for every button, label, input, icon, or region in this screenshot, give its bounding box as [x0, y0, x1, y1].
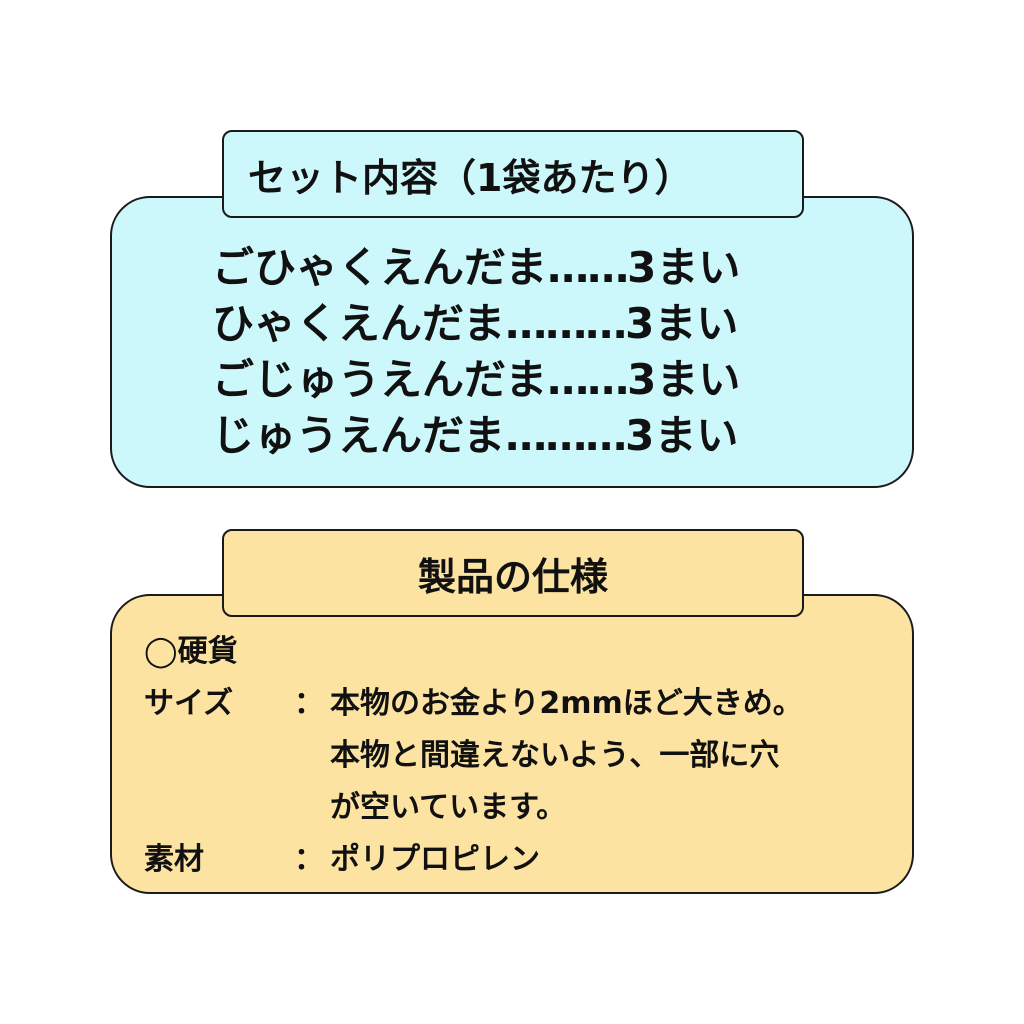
spec-material-row: 素材 ： ポリプロピレン: [144, 834, 803, 886]
item-name: ひゃくえんだま: [212, 299, 506, 348]
spec-size-row-continued: 本物と間違えないよう、一部に穴: [144, 730, 803, 782]
spec-size-row-continued: が空いています。: [144, 782, 803, 834]
item-quantity: 3まい: [627, 355, 741, 404]
list-item: じゅうえんだま………3まい: [212, 408, 740, 464]
spec-size-label: サイズ: [144, 686, 234, 721]
spec-size-line: 本物と間違えないよう、一部に穴: [330, 738, 780, 773]
leader-dots: ……: [547, 243, 629, 292]
product-specs-title-tab: 製品の仕様: [222, 529, 804, 617]
list-item: ごじゅうえんだま……3まい: [212, 352, 740, 408]
leader-dots: ……: [547, 355, 629, 404]
spec-heading-row: ◯硬貨: [144, 626, 803, 678]
list-item: ひゃくえんだま………3まい: [212, 296, 740, 352]
spec-material-value: ポリプロピレン: [330, 842, 540, 877]
set-contents-panel: ごひゃくえんだま……3まい ひゃくえんだま………3まい ごじゅうえんだま……3ま…: [110, 196, 914, 488]
leader-dots: ………: [505, 299, 627, 348]
set-contents-title: セット内容（1袋あたり）: [248, 155, 693, 200]
spec-block: ◯硬貨 サイズ ： 本物のお金より2mmほど大きめ。 本物と間違えないよう、一部…: [144, 626, 803, 886]
product-specs-panel: ◯硬貨 サイズ ： 本物のお金より2mmほど大きめ。 本物と間違えないよう、一部…: [110, 594, 914, 894]
item-name: じゅうえんだま: [212, 411, 506, 460]
spec-material-label: 素材: [144, 842, 204, 877]
item-name: ごじゅうえんだま: [212, 355, 548, 404]
list-item: ごひゃくえんだま……3まい: [212, 240, 740, 296]
set-contents-title-tab: セット内容（1袋あたり）: [222, 130, 804, 218]
item-quantity: 3まい: [627, 243, 741, 292]
item-quantity: 3まい: [625, 299, 739, 348]
spec-size-line: 本物のお金より2mmほど大きめ。: [330, 686, 803, 721]
contents-list: ごひゃくえんだま……3まい ひゃくえんだま………3まい ごじゅうえんだま……3ま…: [212, 240, 740, 464]
leader-dots: ………: [505, 411, 627, 460]
item-name: ごひゃくえんだま: [212, 243, 548, 292]
spec-size-row: サイズ ： 本物のお金より2mmほど大きめ。: [144, 678, 803, 730]
spec-separator: ：: [294, 686, 324, 721]
product-specs-title: 製品の仕様: [417, 554, 608, 599]
spec-separator: ：: [294, 842, 324, 877]
item-quantity: 3まい: [625, 411, 739, 460]
spec-size-line: が空いています。: [330, 790, 567, 825]
spec-heading: ◯硬貨: [144, 634, 238, 669]
